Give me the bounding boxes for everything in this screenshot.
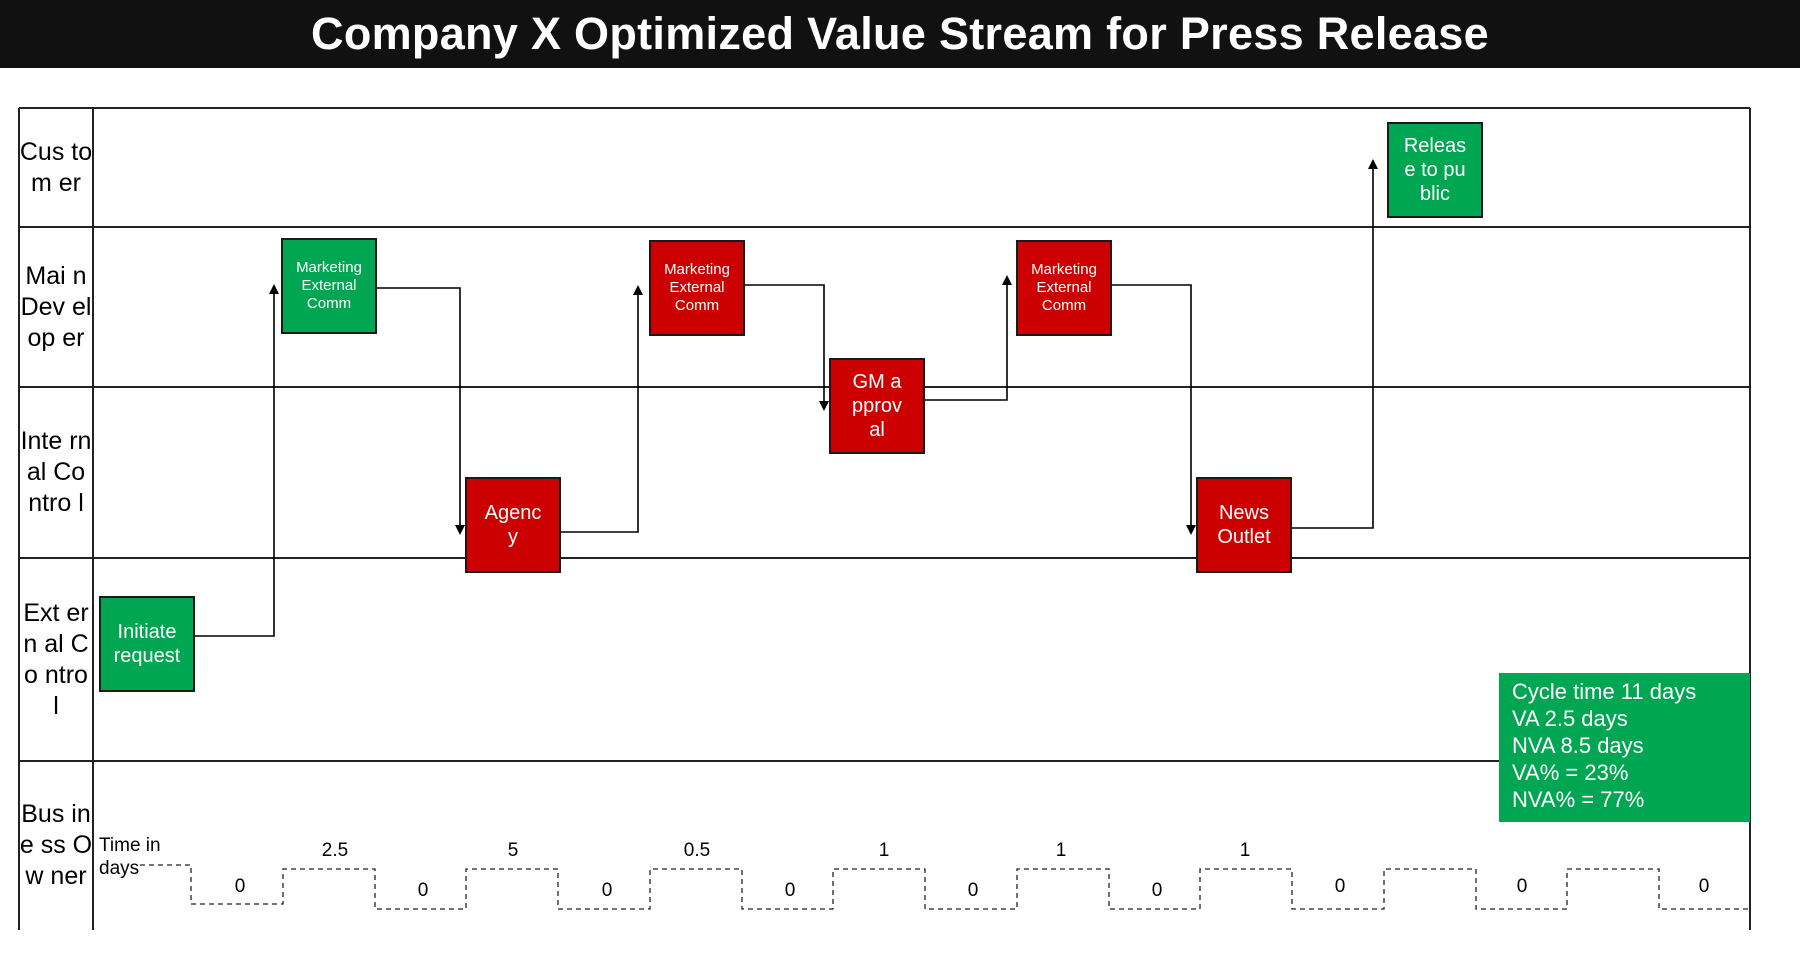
connector-gm-to-mktg3 <box>925 275 1012 401</box>
metric-nva: NVA 8.5 days <box>1512 733 1644 758</box>
step-agency: Agency <box>465 477 561 573</box>
process-time-4: 1 <box>878 840 890 861</box>
step-marketing-external-comm-1: Marketing External Comm <box>281 238 377 334</box>
wait-time-1: 0 <box>234 876 246 897</box>
step-initiate-request: Initiate request <box>99 596 195 692</box>
metric-va: VA 2.5 days <box>1512 706 1628 731</box>
wait-time-3: 0 <box>601 880 613 901</box>
connector-initiate-to-mktg1 <box>195 284 279 637</box>
lane-grid <box>18 107 1751 930</box>
title-bar: Company X Optimized Value Stream for Pre… <box>0 0 1800 68</box>
wait-time-8: 0 <box>1516 876 1528 897</box>
wait-time-4: 0 <box>784 880 796 901</box>
metric-va-percent: VA% = 23% <box>1512 760 1629 785</box>
process-time-5: 1 <box>1055 840 1067 861</box>
lane-label-main-developer: Mai n Dev elop er <box>20 261 92 352</box>
lane-label-business-owner: Bus ine ss Ow ner <box>19 800 93 890</box>
connector-mktg3-to-news <box>1112 284 1196 535</box>
connector-mktg1-to-agency <box>377 287 465 535</box>
step-marketing-external-comm-2: Marketing External Comm <box>649 240 745 336</box>
step-gm-approval: GM approval <box>829 358 925 454</box>
process-time-3: 0.5 <box>683 840 711 861</box>
connector-mktg2-to-gm <box>745 284 829 411</box>
metrics-summary-box: Cycle time 11 days VA 2.5 days NVA 8.5 d… <box>1499 673 1750 822</box>
step-marketing-external-comm-3: Marketing External Comm <box>1016 240 1112 336</box>
lane-label-customer: Cus tom er <box>19 137 93 197</box>
process-time-1: 2.5 <box>321 840 349 861</box>
timeline-ladder <box>140 864 1750 910</box>
metric-nva-percent: NVA% = 77% <box>1512 787 1645 812</box>
wait-time-7: 0 <box>1334 876 1346 897</box>
connector-agency-to-mktg2 <box>561 285 643 533</box>
wait-time-5: 0 <box>967 880 979 901</box>
lane-label-internal-control: Inte rnal Co ntro l <box>20 427 92 517</box>
metric-cycle-time: Cycle time 11 days <box>1512 679 1697 704</box>
wait-time-2: 0 <box>417 880 429 901</box>
process-time-6: 1 <box>1239 840 1251 861</box>
connector-news-to-release <box>1292 159 1378 529</box>
step-release-to-public: Release to public <box>1387 122 1483 218</box>
flow-connectors <box>195 159 1378 637</box>
page-title: Company X Optimized Value Stream for Pre… <box>311 8 1489 59</box>
lane-label-external-control: Ext ern al Co ntro l <box>23 598 89 720</box>
process-time-2: 5 <box>507 840 519 861</box>
wait-time-9: 0 <box>1698 876 1710 897</box>
wait-time-6: 0 <box>1151 880 1163 901</box>
timeline-label: Time in days <box>99 835 161 879</box>
step-news-outlet: News Outlet <box>1196 477 1292 573</box>
